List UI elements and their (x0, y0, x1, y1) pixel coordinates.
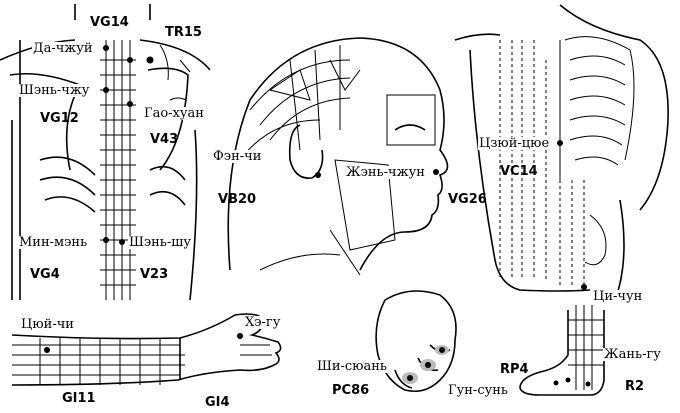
cheek-plate (334, 159, 396, 251)
hand-outline (375, 290, 457, 393)
neck-lines (259, 229, 361, 276)
arm-meridians (12, 344, 185, 376)
shen-shu-point (119, 239, 125, 245)
label-shen-zhu: Шэнь-чжу (18, 83, 91, 98)
label-ran-gu: Жань-гу (603, 347, 662, 362)
feng-chi-point (315, 172, 321, 178)
label-da-zhui: Да-чжуй (32, 41, 94, 56)
label-feng-chi: Фэн-чи (212, 149, 263, 164)
he-gu-point (237, 333, 243, 339)
label-gi4: GI4 (205, 395, 230, 410)
hip-bone (584, 214, 607, 266)
leg-figure (519, 305, 605, 396)
label-shi-xuan: Ши-сюань (316, 359, 388, 374)
rib-cage (564, 36, 635, 166)
leg-meridians (575, 305, 593, 390)
tr15-point (146, 56, 154, 64)
label-gi11: GI11 (62, 391, 96, 406)
gong-sun-point (553, 380, 559, 386)
label-shen-shu: Шэнь-шу (128, 235, 192, 250)
qi-chong-point (581, 284, 587, 290)
label-qu-chi: Цюй-чи (20, 317, 75, 332)
label-vb20: VB20 (218, 192, 257, 207)
back-point (127, 57, 133, 63)
shoulder-marks (159, 44, 191, 101)
label-zu-san-li: Цзюй-цюе (478, 136, 551, 151)
label-ming-men: Мин-мэнь (18, 235, 89, 250)
head-figure (227, 37, 449, 276)
shi-xuan-point-2 (425, 362, 431, 368)
da-zhui-point (103, 45, 109, 51)
label-gong-sun: Гун-сунь (447, 383, 509, 398)
torso-dot-grid (499, 40, 585, 285)
zhen-zhong-point (433, 169, 439, 175)
label-vg14: VG14 (90, 15, 129, 30)
head-outline (227, 37, 449, 271)
label-vc14: VC14 (500, 164, 538, 179)
label-r2: R2 (625, 379, 645, 394)
shi-xuan-point-1 (407, 375, 413, 381)
label-gao-huan: Гао-хуан (143, 106, 205, 121)
label-vg4: VG4 (30, 267, 60, 282)
label-v23: V23 (140, 267, 169, 282)
skull-arcs (239, 59, 351, 161)
label-pc86: PC86 (332, 383, 370, 398)
eye (394, 124, 426, 131)
arm-outline (11, 313, 282, 386)
ear (288, 124, 324, 179)
zu-san-li-point (557, 140, 563, 146)
torso-left-edge (469, 49, 591, 292)
torso-meridians (499, 40, 585, 285)
foot-outline (519, 310, 605, 396)
label-vg26: VG26 (448, 192, 487, 207)
qu-chi-point (44, 347, 50, 353)
back-right-edge (189, 129, 198, 301)
label-qi-chong: Ци-чун (592, 289, 644, 304)
right-scapula (147, 67, 189, 171)
vertebra-rungs (100, 59, 136, 286)
ribs-left (39, 156, 96, 213)
label-he-gu: Хэ-гу (244, 315, 282, 330)
label-vg12: VG12 (40, 111, 79, 126)
torso-figure (454, 4, 669, 301)
eye-box (386, 94, 436, 146)
ribs-right (149, 165, 186, 206)
gao-huan-point (127, 101, 133, 107)
arm-rungs (39, 338, 161, 385)
rp4-point (565, 377, 571, 383)
arm-figure (11, 313, 282, 386)
shen-zhu-point (103, 87, 109, 93)
skull-plates (268, 59, 361, 101)
ming-men-point (103, 237, 109, 243)
spine-lines (105, 40, 131, 300)
label-v43: V43 (150, 132, 179, 147)
label-tr15: TR15 (165, 25, 202, 40)
shi-xuan-point-3 (439, 347, 445, 353)
leg-rungs (568, 319, 604, 366)
ran-gu-point (585, 381, 591, 387)
right-shoulder (139, 39, 211, 71)
torso-outline (454, 4, 669, 211)
finger-lines (240, 344, 272, 356)
label-rp4: RP4 (500, 362, 529, 377)
hip-right (600, 199, 625, 301)
label-zhen-zhong: Жэнь-чжун (345, 165, 426, 180)
fingertips-figure (375, 290, 457, 393)
